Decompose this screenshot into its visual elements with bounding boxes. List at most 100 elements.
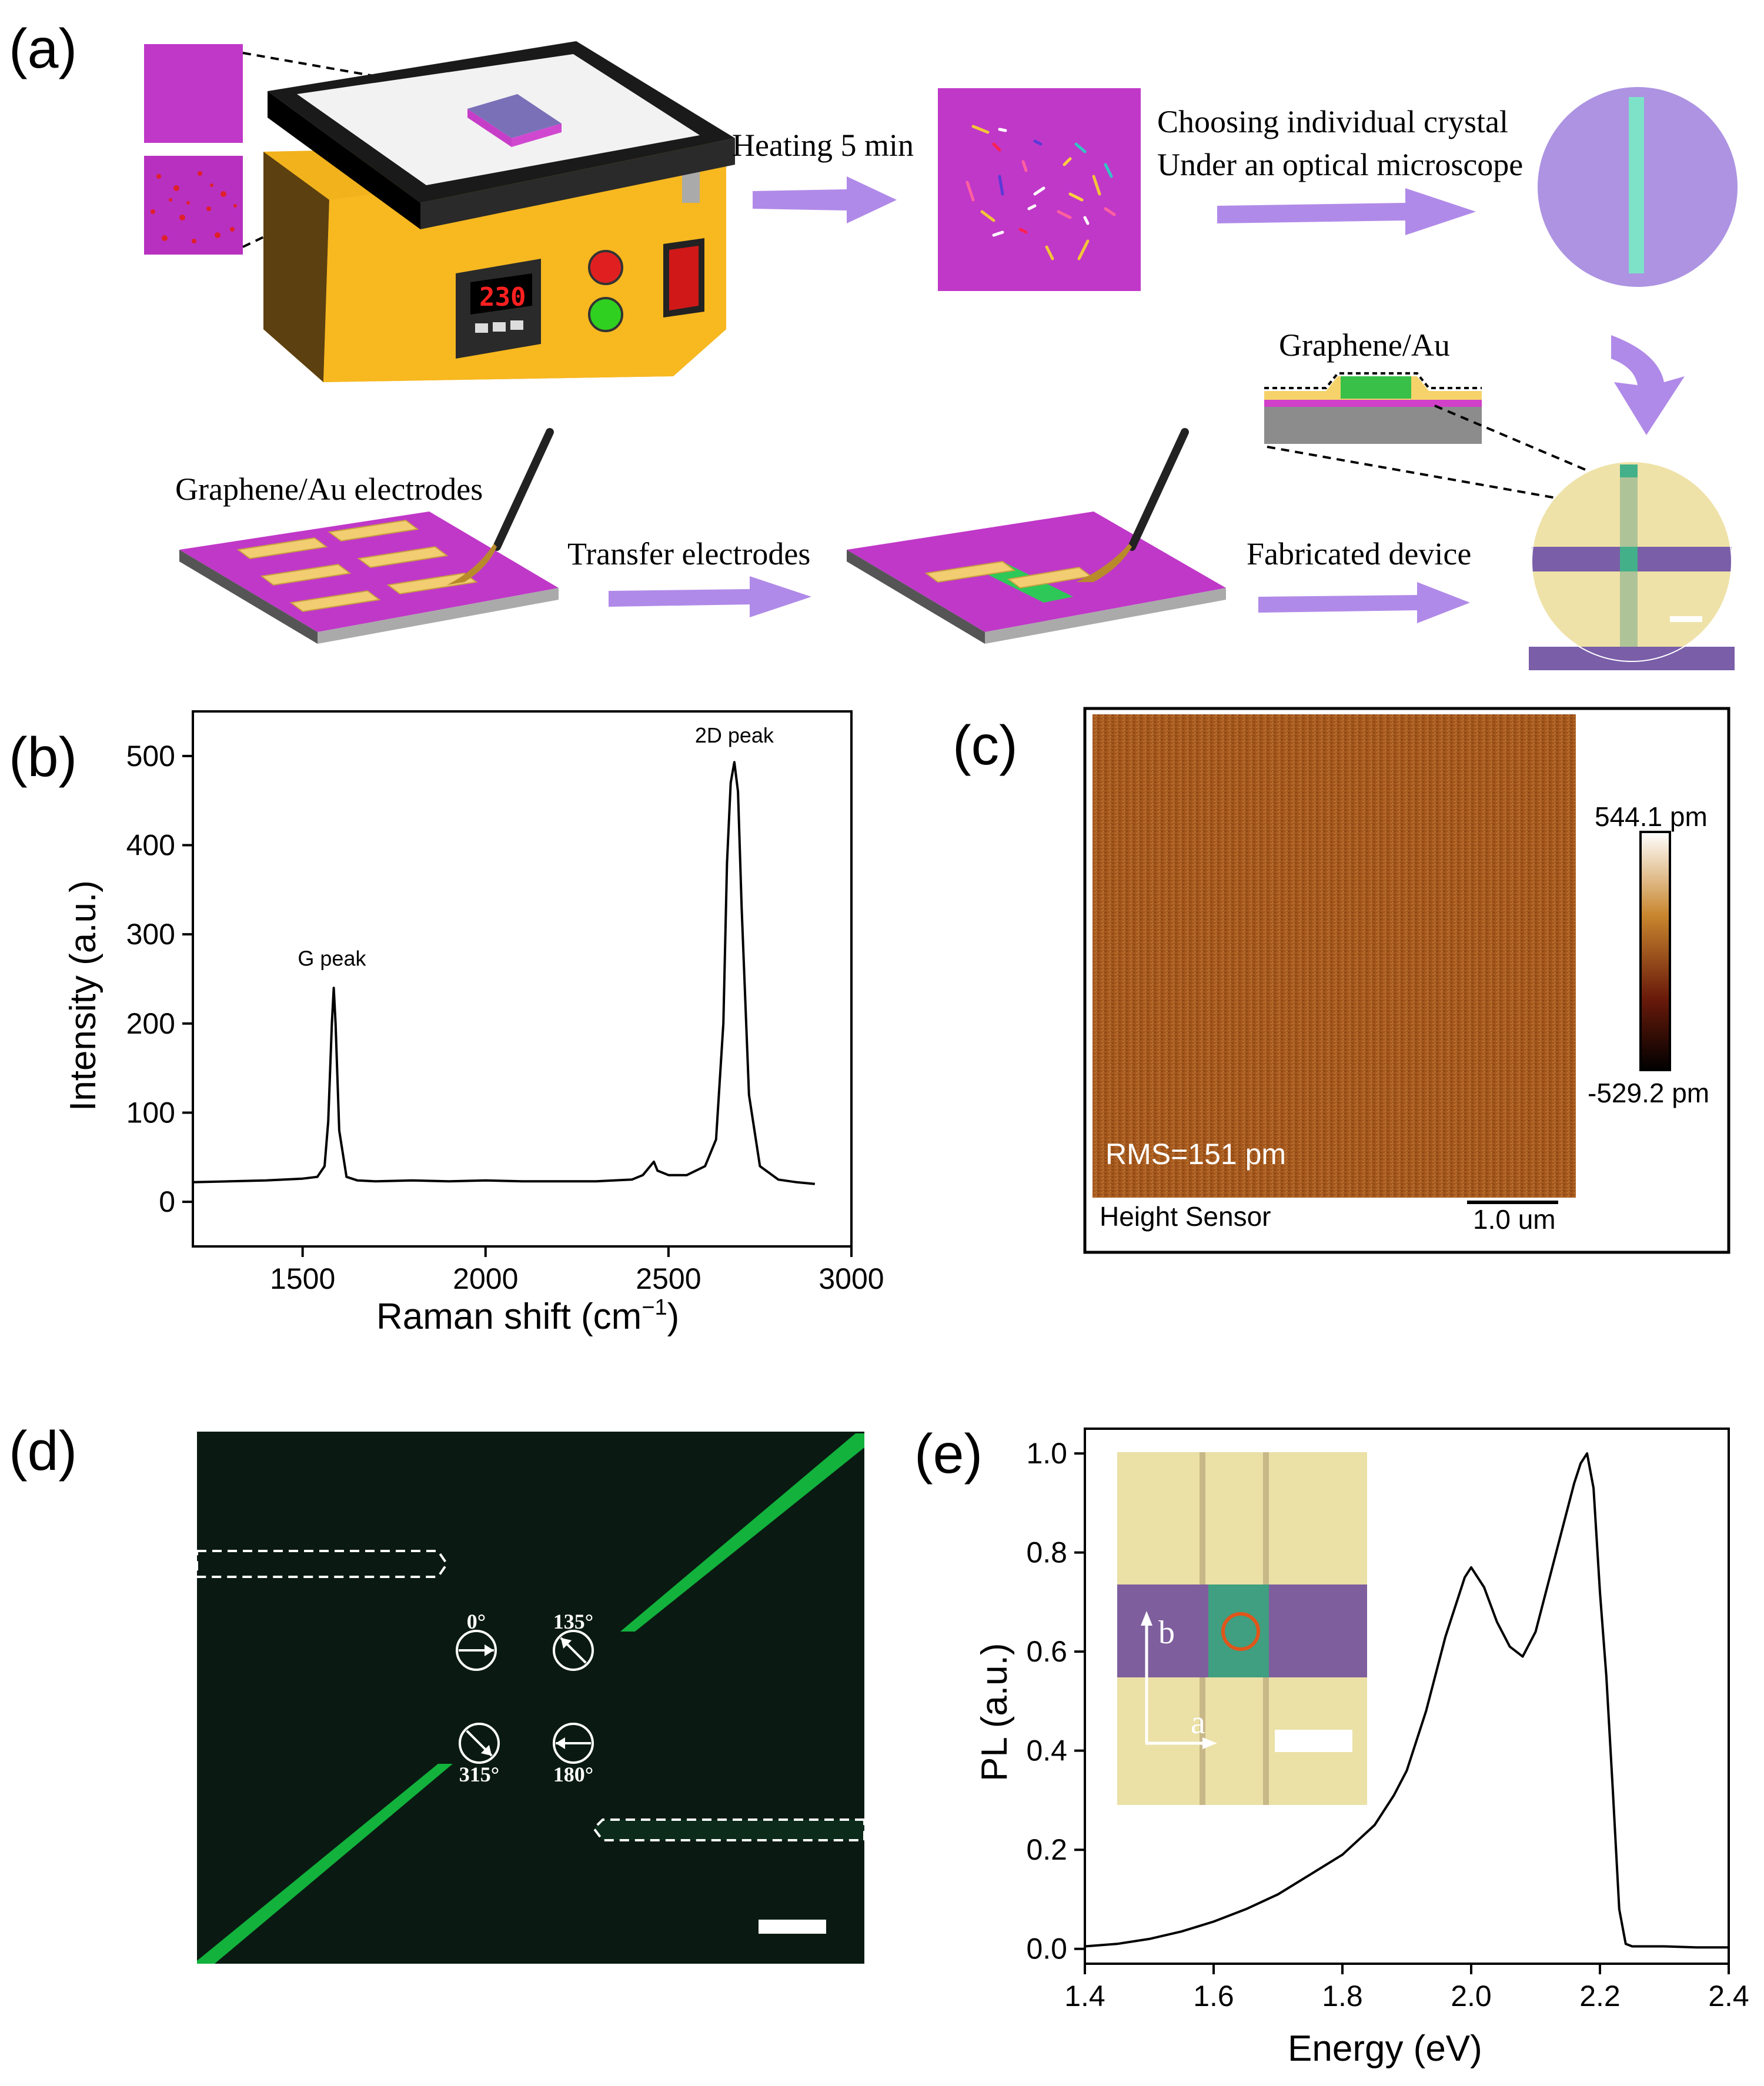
series-line — [192, 761, 815, 1185]
peak-annotation: 2D peak — [695, 723, 774, 747]
ytick-label: 0.4 — [1026, 1734, 1067, 1767]
ytick-label: 1.0 — [1026, 1437, 1067, 1470]
selected-crystal — [1629, 97, 1644, 273]
angle-label: 135° — [553, 1610, 593, 1633]
ytick-label: 500 — [126, 740, 175, 773]
inset-axis-a: a — [1191, 1704, 1205, 1741]
panel-a-label: (a) — [9, 18, 77, 80]
colorbar — [1639, 831, 1671, 1071]
xtick-label: 2000 — [453, 1262, 518, 1295]
plot-frame-e — [1084, 1428, 1730, 1965]
ylabel-e: PL (a.u.) — [974, 1643, 1015, 1781]
plot-e — [1084, 1452, 1729, 1949]
panel-b: (b) 1500 2000 2500 3000 0 100 200 300 400 500 G p… — [9, 710, 884, 1337]
pl-inset: b a — [1117, 1452, 1367, 1805]
hot-plate: 230 — [263, 41, 735, 382]
tweezer-2 — [1076, 428, 1189, 582]
arrow-choose — [1217, 188, 1476, 235]
substrate-clean — [144, 44, 243, 143]
crystals — [965, 125, 1116, 260]
angle-label: 180° — [553, 1763, 593, 1786]
arrow-transfer — [609, 576, 811, 617]
colorbar-max: 544.1 pm — [1595, 801, 1708, 832]
electrode-outline-left — [196, 1550, 449, 1578]
xlabel-e: Energy (eV) — [1288, 2028, 1482, 2069]
inset-scalebar — [1275, 1730, 1352, 1752]
electrodes-substrate — [179, 512, 559, 632]
xtick-label: 1.4 — [1064, 1980, 1105, 2013]
panel-a: (a) — [9, 18, 1738, 670]
xtick-label: 1.6 — [1193, 1980, 1234, 2013]
panel-c-label: (c) — [953, 714, 1018, 777]
power-switch — [669, 246, 699, 310]
series-line — [1084, 1452, 1729, 1949]
xtick-label: 1.8 — [1322, 1980, 1363, 2013]
transferred-electrode — [924, 560, 1016, 583]
xtick-label: 3000 — [818, 1262, 884, 1295]
inset-axis-b: b — [1158, 1614, 1175, 1651]
xtick-label: 2.2 — [1579, 1980, 1621, 2013]
red-indicator — [588, 250, 623, 285]
green-indicator — [588, 297, 623, 332]
crystal-lower — [197, 1764, 453, 1964]
panel-c: (c) RMS=151 pm Height Sensor 1.0 um 544.… — [953, 707, 1730, 1254]
xtick-label: 2.4 — [1708, 1980, 1749, 2013]
device-microscope-view — [1529, 462, 1735, 670]
arrow-curve — [1611, 335, 1685, 435]
electrodes-label: Graphene/Au electrodes — [175, 472, 483, 507]
ytick-label: 100 — [126, 1097, 175, 1129]
afm-scalebar-label: 1.0 um — [1473, 1204, 1556, 1235]
panel-b-label: (b) — [9, 726, 77, 788]
axes-b: 1500 2000 2500 3000 0 100 200 300 400 500 — [126, 740, 884, 1295]
ytick-label: 0.6 — [1026, 1635, 1067, 1668]
ytick-label: 0 — [159, 1185, 175, 1218]
plot-frame-b — [192, 710, 853, 1248]
step-transfer: Transfer electrodes — [567, 536, 810, 571]
ytick-label: 200 — [126, 1007, 175, 1040]
cross-section-inset: Graphene/Au — [1264, 327, 1482, 444]
hotplate-display: 230 — [479, 282, 526, 312]
electrode-outline-right — [594, 1820, 864, 1840]
pl-spot — [1221, 1612, 1260, 1651]
crystal-upper — [620, 1433, 864, 1632]
polarization-symbol: 0° — [456, 1610, 497, 1671]
ytick-label: 0.8 — [1026, 1536, 1067, 1569]
polarization-symbol: 315° — [459, 1723, 500, 1786]
colorbar-min: -529.2 pm — [1588, 1078, 1709, 1108]
xlabel-b: Raman shift (cm−1) — [376, 1295, 679, 1337]
arrow-fabricated — [1258, 582, 1470, 623]
substrate-dotted — [144, 156, 243, 255]
xtick-label: 2.0 — [1451, 1980, 1492, 2013]
polarization-symbol: 180° — [553, 1723, 594, 1786]
inset-label: Graphene/Au — [1279, 327, 1450, 363]
xtick-label: 2500 — [636, 1262, 701, 1295]
step-choose-1: Choosing individual crystal — [1157, 104, 1508, 139]
transfer-substrate — [847, 512, 1226, 632]
plot-b: G peak 2D peak — [192, 723, 815, 1185]
xtick-label: 1500 — [270, 1262, 335, 1295]
tweezer-1 — [447, 428, 554, 585]
polarization-symbols: 0° 135° 315° 180° — [456, 1610, 594, 1786]
ytick-label: 400 — [126, 829, 175, 862]
afm-sensor: Height Sensor — [1100, 1201, 1271, 1232]
panel-d: (d) 0° 135° 315° 180° — [9, 1420, 866, 1964]
afm-image — [1093, 714, 1576, 1198]
au-electrodes — [236, 519, 478, 613]
scalebar-d — [759, 1920, 826, 1934]
step-heating: Heating 5 min — [732, 128, 914, 163]
panel-e-label: (e) — [914, 1423, 983, 1485]
arrow-heating — [753, 176, 897, 223]
ylabel-b: Intensity (a.u.) — [63, 880, 103, 1111]
ytick-label: 300 — [126, 918, 175, 951]
afm-rms: RMS=151 pm — [1105, 1138, 1286, 1171]
panel-d-label: (d) — [9, 1420, 77, 1482]
angle-label: 315° — [459, 1763, 499, 1786]
precursor-dots — [151, 171, 237, 243]
ytick-label: 0.2 — [1026, 1833, 1067, 1866]
polarization-symbol: 135° — [553, 1610, 594, 1671]
peak-annotation: G peak — [298, 946, 366, 970]
step-fabricated: Fabricated device — [1247, 536, 1471, 571]
